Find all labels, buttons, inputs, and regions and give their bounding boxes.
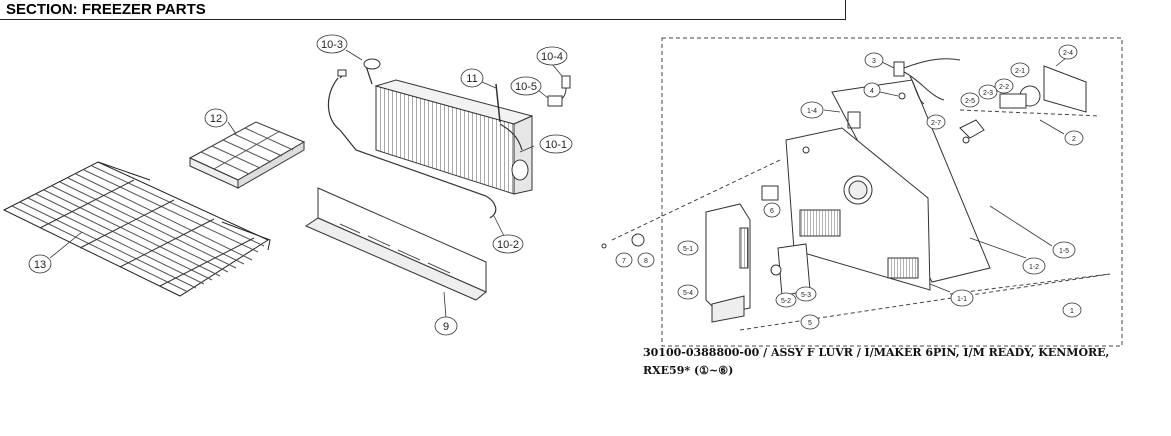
evaporator-sensor [547, 75, 571, 107]
callout-1-4: 1-4 [807, 108, 817, 115]
freezer-louver [705, 203, 751, 323]
wire-shelf [2, 161, 271, 297]
callout-2-1: 2-1 [1015, 68, 1025, 75]
drain-pan [304, 187, 487, 301]
callout-3: 3 [872, 58, 876, 65]
section-title: SECTION: FREEZER PARTS [6, 1, 206, 18]
callout-2-5: 2-5 [965, 98, 975, 105]
callout-2-2: 2-2 [999, 84, 1009, 91]
wire-harness [893, 58, 961, 105]
assembly-outline [611, 37, 1123, 347]
callouts: 10-3 10-4 10-5 11 10-1 12 10-2 13 9 [28, 34, 1084, 336]
callout-5: 5 [808, 320, 812, 327]
fan-cover-panel [785, 127, 931, 291]
callout-10-2: 10-2 [497, 239, 519, 251]
callout-2-7: 2-7 [931, 120, 941, 127]
callout-10-5: 10-5 [515, 81, 537, 93]
callout-10-3: 10-3 [321, 39, 343, 51]
callout-5-4: 5-4 [683, 290, 693, 297]
fan-motor-assembly [959, 65, 1087, 144]
callout-13: 13 [34, 259, 46, 271]
callout-5-3: 5-3 [801, 292, 811, 299]
callout-12: 12 [210, 113, 222, 125]
callout-1: 1 [1070, 308, 1074, 315]
callout-5-1: 5-1 [683, 246, 693, 253]
ice-tray [188, 121, 306, 189]
callout-1-2: 1-2 [1029, 264, 1039, 271]
screw-part [898, 92, 906, 100]
section-header: SECTION: FREEZER PARTS [0, 0, 846, 20]
callout-10-4: 10-4 [541, 51, 563, 63]
callout-6: 6 [770, 208, 774, 215]
callout-8: 8 [644, 258, 648, 265]
callout-10-1: 10-1 [545, 139, 567, 151]
callout-2-3: 2-3 [983, 90, 993, 97]
callout-11: 11 [466, 73, 477, 85]
callout-1-5: 1-5 [1059, 248, 1069, 255]
assembly-caption-line2: RXE59* (①~⑥) [643, 364, 734, 377]
evaporator [327, 58, 534, 219]
damper-parts [601, 185, 811, 297]
callout-2: 2 [1072, 136, 1076, 143]
callout-4: 4 [870, 88, 874, 95]
callout-7: 7 [622, 258, 626, 265]
callout-1-1: 1-1 [957, 296, 967, 303]
callout-9: 9 [443, 321, 449, 333]
callout-5-2: 5-2 [781, 298, 791, 305]
assembly-caption-line1: 30100-0388800-00 / ASSY F LUVR / I/MAKER… [643, 346, 1110, 359]
callout-2-4: 2-4 [1063, 50, 1073, 57]
